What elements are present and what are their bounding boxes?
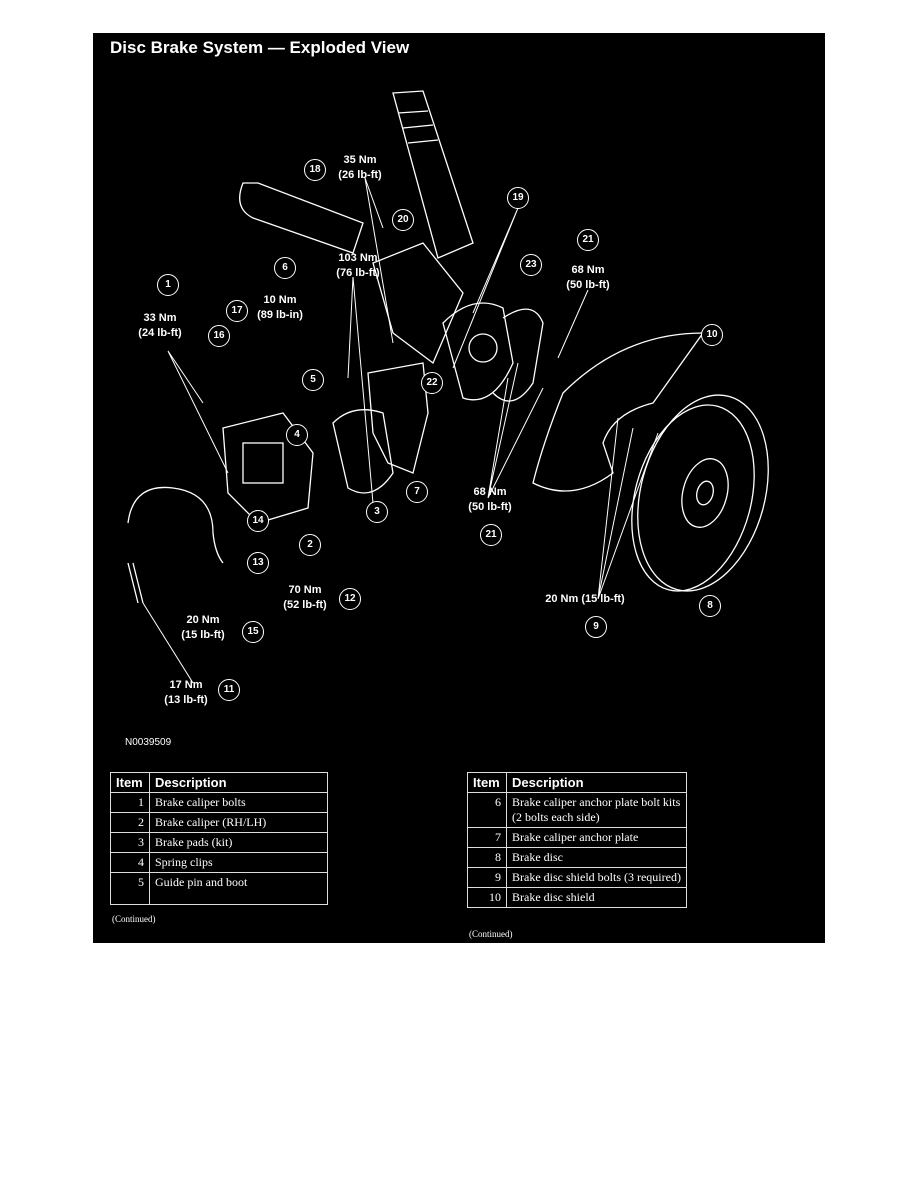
header-description: Description <box>506 772 687 793</box>
torque-21-bottom: 68 Nm(50 lb-ft) <box>468 486 512 513</box>
anchor-plate <box>332 362 429 494</box>
callout-3: 3 <box>366 501 388 523</box>
knuckle-hub <box>372 242 544 402</box>
callout-15: 15 <box>242 621 264 643</box>
torque-6: 103 Nm(76 lb-ft) <box>336 252 380 279</box>
callout-2: 2 <box>299 534 321 556</box>
disc-shield <box>532 332 705 492</box>
callout-16: 16 <box>208 325 230 347</box>
axle-tube <box>239 182 364 254</box>
brake-disc <box>631 394 769 592</box>
torque-17: 10 Nm(89 lb-in) <box>257 294 303 321</box>
callout-4: 4 <box>286 424 308 446</box>
callout-14: 14 <box>247 510 269 532</box>
torque-12: 70 Nm(52 lb-ft) <box>283 584 327 611</box>
figure-code: N0039509 <box>125 737 172 748</box>
torque-1: 33 Nm(24 lb-ft) <box>138 312 182 339</box>
strut-shaft <box>392 90 474 259</box>
brake-hose <box>127 486 224 604</box>
torque-21-top: 68 Nm(50 lb-ft) <box>566 264 610 291</box>
callout-9: 9 <box>585 616 607 638</box>
callout-21-bottom: 21 <box>480 524 502 546</box>
leader-lines <box>142 177 659 684</box>
callout-22: 22 <box>421 372 443 394</box>
torque-11: 17 Nm(13 lb-ft) <box>164 679 208 706</box>
torque-9: 20 Nm (15 lb-ft) <box>545 593 625 605</box>
callout-8: 8 <box>699 595 721 617</box>
callout-17: 17 <box>226 300 248 322</box>
callout-11: 11 <box>218 679 240 701</box>
callout-12: 12 <box>339 588 361 610</box>
callout-6: 6 <box>274 257 296 279</box>
page-title: Disc Brake System — Exploded View <box>110 38 410 57</box>
callout-23: 23 <box>520 254 542 276</box>
torque-18: 35 Nm(26 lb-ft) <box>338 154 382 181</box>
continued-note-1: (Continued) <box>112 914 156 924</box>
torque-15: 20 Nm(15 lb-ft) <box>181 614 225 641</box>
header-item: Item <box>467 772 507 793</box>
callout-1: 1 <box>157 274 179 296</box>
callout-10: 10 <box>701 324 723 346</box>
header-item: Item <box>110 772 150 793</box>
callout-20: 20 <box>392 209 414 231</box>
callout-21-top: 21 <box>577 229 599 251</box>
callout-5: 5 <box>302 369 324 391</box>
callout-13: 13 <box>247 552 269 574</box>
callout-18: 18 <box>304 159 326 181</box>
callout-19: 19 <box>507 187 529 209</box>
exploded-view-diagram <box>127 90 769 684</box>
header-description: Description <box>149 772 328 793</box>
caliper <box>222 412 314 524</box>
continued-note-2: (Continued) <box>469 929 513 939</box>
callout-7: 7 <box>406 481 428 503</box>
